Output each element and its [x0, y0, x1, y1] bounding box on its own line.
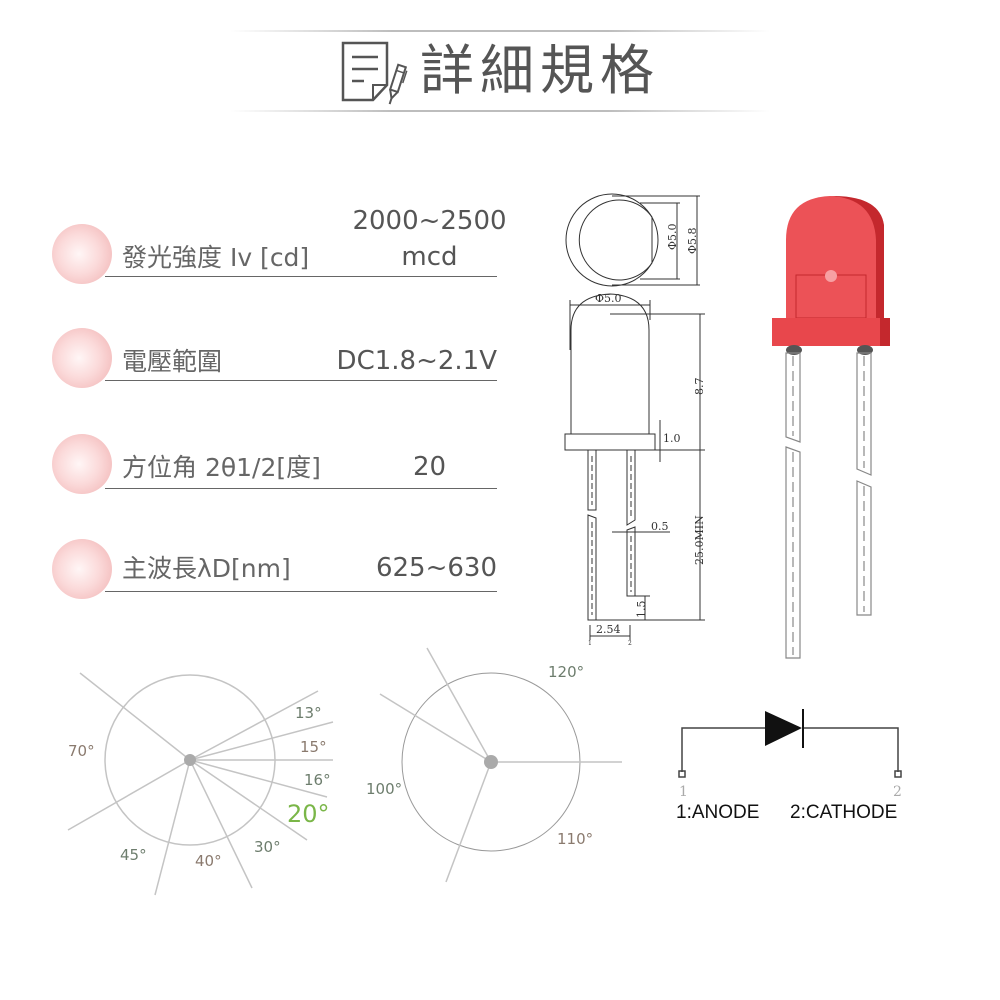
page-title: 詳細規格: [420, 39, 660, 102]
bullet-ball-icon: [52, 224, 112, 284]
spec-underline: [105, 591, 497, 592]
spec-label: 方位角 2θ1/2[度]: [122, 453, 321, 482]
spec-value: 2000~2500: [352, 206, 507, 236]
spec-value: 20: [412, 452, 447, 482]
svg-text:8.7: 8.7: [693, 378, 706, 396]
spec-value: 625~630: [375, 553, 497, 583]
angle-label-15: 15°: [300, 738, 327, 756]
viewing-angle-chart-1: [67, 672, 334, 896]
angle-label-70: 70°: [68, 742, 95, 760]
svg-text:1: 1: [588, 640, 592, 647]
svg-text:1: 1: [679, 784, 688, 800]
spec-underline: [105, 276, 497, 277]
angle-label-100: 100°: [366, 780, 403, 798]
spec-label: 發光強度 Iv [cd]: [122, 243, 310, 272]
svg-text:0.5: 0.5: [651, 520, 669, 533]
red-led-illustration: [772, 196, 890, 659]
header-top-rule: [230, 30, 770, 32]
angle-label-110: 110°: [557, 830, 594, 848]
pin-label-anode: 1:ANODE: [676, 802, 760, 823]
spec-underline: [105, 380, 497, 381]
diode-triangle: [765, 711, 802, 746]
bullet-ball-icon: [52, 434, 112, 494]
spec-row-wavelength: 主波長λD[nm] 625~630: [52, 539, 497, 599]
header-bottom-rule: [230, 110, 770, 112]
svg-text:2: 2: [628, 640, 632, 647]
viewing-angle-chart-2: [379, 647, 622, 883]
spec-value: DC1.8~2.1V: [336, 346, 497, 376]
angle-label-40: 40°: [195, 852, 222, 870]
spec-underline: [105, 488, 497, 489]
pin-label-cathode: 2:CATHODE: [790, 802, 898, 823]
document-pen-icon: [341, 41, 408, 105]
svg-text:Φ5.8: Φ5.8: [686, 227, 699, 254]
angle-label-30: 30°: [254, 838, 281, 856]
spec-value-unit: mcd: [401, 242, 458, 272]
svg-text:2: 2: [893, 784, 902, 800]
spec-row-luminous-intensity: 發光強度 Iv [cd] 2000~2500 mcd: [52, 206, 507, 284]
angle-label-13: 13°: [295, 704, 322, 722]
svg-text:1.0: 1.0: [663, 432, 681, 445]
angle-label-20-highlight: 20°: [287, 800, 330, 828]
angle-label-45: 45°: [120, 846, 147, 864]
spec-row-voltage-range: 電壓範圍 DC1.8~2.1V: [52, 328, 497, 388]
bullet-ball-icon: [52, 328, 112, 388]
svg-text:2.54: 2.54: [596, 623, 621, 636]
svg-text:Φ5.0: Φ5.0: [666, 223, 679, 250]
spec-label: 主波長λD[nm]: [122, 554, 291, 583]
svg-text:Φ5.0: Φ5.0: [595, 292, 622, 305]
dimension-drawing: Φ5.0 Φ5.0 Φ5.8 8.7 1.0 0.5 25.0MIN 1.5 2…: [564, 193, 706, 647]
spec-label: 電壓範圍: [122, 347, 223, 376]
svg-text:25.0MIN: 25.0MIN: [693, 515, 706, 565]
angle-label-16: 16°: [304, 771, 331, 789]
bullet-ball-icon: [52, 539, 112, 599]
spec-row-viewing-angle: 方位角 2θ1/2[度] 20: [52, 434, 497, 494]
diode-schematic: 1 2: [678, 709, 902, 800]
svg-text:1.5: 1.5: [635, 601, 648, 619]
angle-label-120: 120°: [548, 663, 585, 681]
